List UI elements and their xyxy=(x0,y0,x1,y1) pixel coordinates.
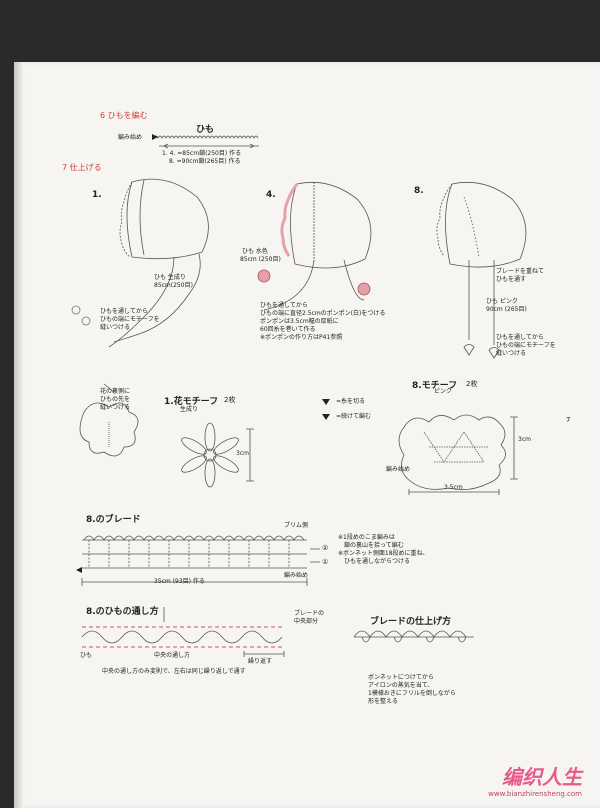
finishing-title: ブレードの仕上げ方 xyxy=(370,617,452,627)
fig-1-cord-line1: ひも 生成り xyxy=(154,274,186,281)
fig-4-note-2: ひもの端に直径2.5cmのポンポン(白)をつける xyxy=(260,310,386,317)
motif-8-count: 2枚 xyxy=(466,380,478,388)
cord-size-2: 8. =90cm鎖(265目) 作る xyxy=(169,158,241,165)
fig-8-cord-line2: 90cm (265目) xyxy=(486,306,527,313)
start-arrow-icon xyxy=(152,134,158,140)
finishing-note-4: 形を整える xyxy=(368,698,398,705)
pompom-left-icon xyxy=(257,269,271,283)
watermark: 编织人生 www.bianzhirensheng.com xyxy=(488,761,582,798)
motif-attach-line2: ひもの先を xyxy=(100,396,131,403)
flower-motif-color: 生成り xyxy=(180,406,199,413)
finishing-note-2: アイロンの蒸気を当て、 xyxy=(368,682,434,689)
fig-1-note-3: 縫いつける xyxy=(100,324,131,331)
threading-braid-center-2: 中央部分 xyxy=(294,618,319,625)
braid-start: 編み始め xyxy=(284,572,309,579)
fig-1-note-1: ひもを通してから xyxy=(100,308,148,315)
braid-picot-side: ブリム側 xyxy=(284,522,309,529)
threading-braid-center-1: ブレードの xyxy=(294,610,325,617)
cut-marker-icon xyxy=(322,399,330,405)
fig-4-note-1: ひもを通してから xyxy=(260,302,308,309)
motif-8-color: ピンク xyxy=(434,388,453,395)
braid-row-2: ② xyxy=(322,544,329,552)
finishing-note-3: 1模様おきにフリルを倒しながら xyxy=(368,690,456,697)
fig-4-cord-line1: ひも 水色 xyxy=(242,248,268,255)
legend-cut: =糸を切る xyxy=(336,398,366,405)
watermark-url: www.bianzhirensheng.com xyxy=(488,790,582,798)
braid-length: 35cm (93目) 作る xyxy=(154,578,205,585)
motif-8-height: 3cm xyxy=(518,436,531,443)
threading-center-method: 中央の通し方 xyxy=(154,652,191,659)
cord-label: ひも xyxy=(196,125,215,135)
page-number: 7 xyxy=(566,416,571,424)
braid-note-3: ※ボンネット側面18段めに重ね、 xyxy=(338,550,429,557)
threading-chart xyxy=(81,607,285,657)
threading-cord: ひも xyxy=(80,652,93,659)
fig-8-note-2: ひもの端にモチーフを xyxy=(496,342,556,349)
motif-attach-line1: 花の裏側に xyxy=(100,388,131,395)
threading-note: 中央の通し方のみ変則で、左右は同じ繰り返しで通す xyxy=(102,668,246,675)
bonnet-4-drawing xyxy=(263,181,372,311)
braid-row-1: ① xyxy=(322,558,329,566)
fig-4-cord-line2: 85cm (250目) xyxy=(240,256,281,263)
bonnet-8-drawing xyxy=(436,181,527,359)
fig-8-cord-line1: ひも ピンク xyxy=(486,298,518,305)
watermark-logo: 编织人生 xyxy=(502,765,582,789)
flower-motif-chart xyxy=(181,422,239,488)
page-binding xyxy=(14,62,24,808)
finishing-note-1: ボンネットにつけてから xyxy=(368,674,434,681)
fig-8-braid-2: ひもを通す xyxy=(496,276,527,283)
flower-on-cord-drawing xyxy=(79,383,139,457)
motif-8-width: 3.5cm xyxy=(444,484,463,491)
cord-start-label: 編み始め xyxy=(118,134,143,141)
fig-8-note-1: ひもを通してから xyxy=(496,334,544,341)
flower-motif-title: 1.花モチーフ xyxy=(164,397,219,407)
chain-cord xyxy=(153,135,259,139)
continue-marker-icon xyxy=(322,414,330,420)
fig-1-note-2: ひもの端にモチーフを xyxy=(100,316,160,323)
fig-4-number: 4. xyxy=(266,190,276,200)
fig-8-note-3: 縫いつける xyxy=(496,350,527,357)
threading-repeat: 繰り返す xyxy=(248,658,273,665)
braid-8-chart xyxy=(81,535,320,586)
motif-8-title: 8.モチーフ xyxy=(412,381,458,391)
braid-note-4: ひもを通しながらつける xyxy=(344,558,411,565)
fig-4-note-5: ※ポンポンの作り方はP41参照 xyxy=(260,334,343,341)
pattern-page: 6 ひもを編む ひも 編み始め 1. 4. =85cm鎖(250目) 作る 8.… xyxy=(14,62,600,808)
motif-attach-line3: 縫いつける xyxy=(100,404,131,411)
braid-note-2: 鎖の裏山を拾って編む xyxy=(344,542,404,549)
flower-motif-height: 3cm xyxy=(236,450,249,457)
pompom-right-icon xyxy=(357,282,371,296)
fig-4-note-3: ポンポンは3.5cm幅の厚紙に xyxy=(260,318,339,325)
braid-note-1: ※1段めのこま編みは xyxy=(338,534,395,541)
fig-8-braid-1: ブレードを重ねて xyxy=(496,268,545,275)
finishing-chart xyxy=(353,630,474,643)
motif-8-chart xyxy=(398,414,506,491)
fig-8-number: 8. xyxy=(414,186,424,196)
legend-continue: =続けて編む xyxy=(336,413,372,420)
fig-4-note-4: 60回糸を巻いて作る xyxy=(260,326,316,333)
bonnet-1-drawing xyxy=(71,178,209,348)
fig-1-number: 1. xyxy=(92,190,102,200)
cord-size-1: 1. 4. =85cm鎖(250目) 作る xyxy=(162,150,242,157)
fig-1-cord-line2: 85cm(250目) xyxy=(154,282,193,289)
flower-motif-count: 2枚 xyxy=(224,396,236,404)
section-6-title: 6 ひもを編む xyxy=(100,111,148,120)
braid-8-title: 8.のブレード xyxy=(86,515,141,525)
section-7-title: 7 仕上げる xyxy=(62,163,102,172)
motif-8-start: 編み始め xyxy=(386,466,411,473)
threading-title: 8.のひもの通し方 xyxy=(86,607,159,617)
pattern-illustrations xyxy=(71,134,527,657)
